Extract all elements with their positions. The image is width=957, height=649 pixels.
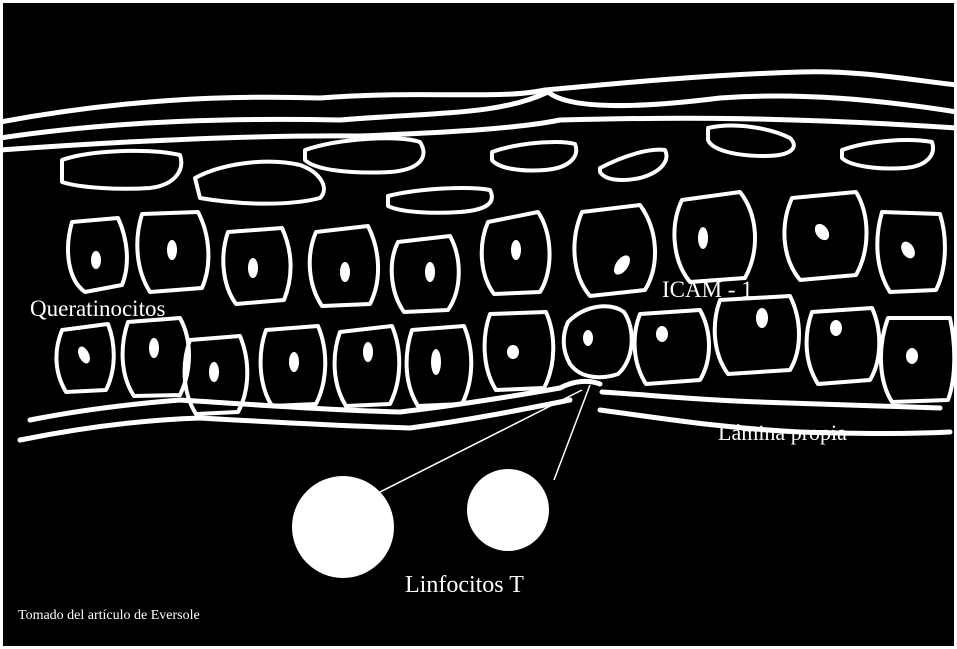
label-icam: ICAM - 1 [662,277,753,302]
label-lamina-propia: Lámina propia [718,420,847,445]
label-lymphocytes: Linfocitos T [405,572,524,598]
label-keratinocytes: Queratinocitos [30,296,165,321]
lymphocyte-left [292,476,394,578]
lymphocyte-right [467,469,549,551]
label-credit: Tomado del artículo de Eversole [18,608,200,623]
